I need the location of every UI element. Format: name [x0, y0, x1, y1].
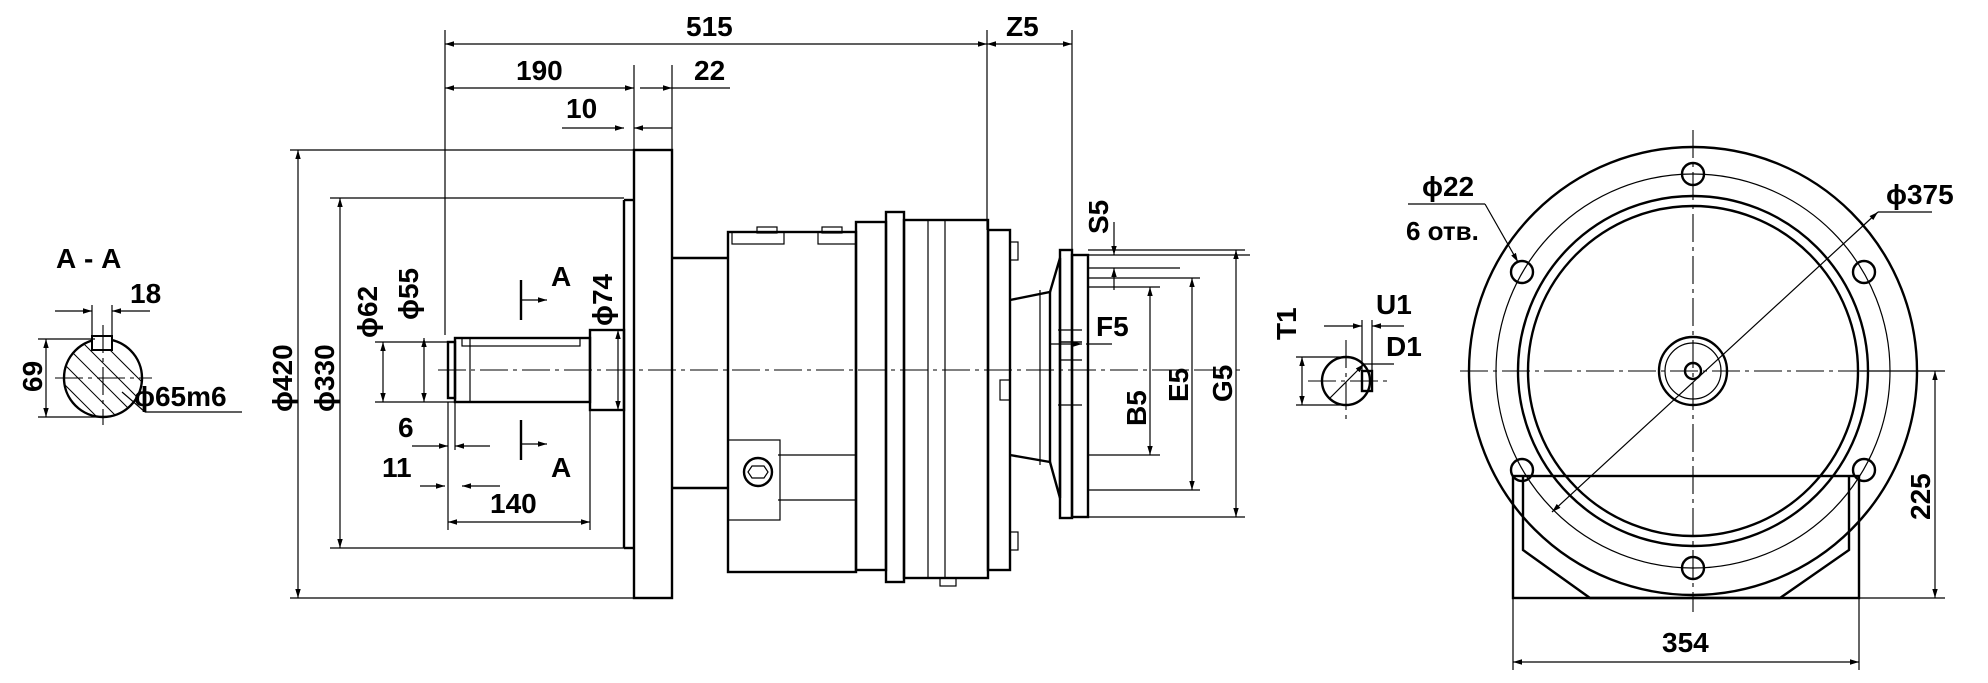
dim-flange-to-shaft: 190: [516, 55, 563, 86]
dim-pcd: ϕ330: [309, 344, 340, 412]
dim-D1: D1: [1386, 331, 1422, 362]
dim-shaft-dia: ϕ55: [393, 268, 424, 320]
section-mark-bottom: A: [551, 452, 571, 483]
dim-key-offset: 11: [382, 452, 412, 483]
dim-shaft-fit: ϕ65m6: [134, 381, 227, 412]
dim-B5: B5: [1121, 390, 1152, 426]
dim-key-width: 18: [130, 278, 161, 309]
dim-F5: F5: [1096, 311, 1129, 342]
dim-foot-width: 354: [1662, 627, 1709, 658]
dimensions-left: ϕ420 ϕ330 ϕ62 ϕ55 ϕ74 6 11 140: [267, 149, 634, 599]
dim-overall-length: 515: [686, 11, 733, 42]
dim-shoulder-dia: ϕ74: [587, 273, 618, 326]
dim-hole-dia: ϕ22: [1422, 171, 1474, 202]
input-shaft-detail: T1 U1 D1: [1271, 289, 1422, 422]
dim-flange-thickness: 22: [694, 55, 725, 86]
dim-motor-adapter: Z5: [1006, 11, 1039, 42]
dim-G5: G5: [1207, 365, 1238, 402]
dim-shaft-length: 140: [490, 488, 537, 519]
section-mark-top: A: [551, 261, 571, 292]
section-label: А - А: [56, 243, 121, 274]
dim-pilot-depth: 10: [566, 93, 597, 124]
dimensions-top: 515 Z5 190 22 10: [444, 11, 1073, 335]
dim-S5: S5: [1083, 200, 1114, 234]
end-view: ϕ22 6 отв. ϕ375 225 354: [1406, 130, 1954, 670]
side-view: [438, 148, 1240, 600]
dim-bolt-circle: ϕ375: [1886, 179, 1954, 210]
section-a-a: А - А 18 69 ϕ65m6: [17, 243, 242, 425]
dim-T1: T1: [1271, 307, 1302, 340]
dim-pilot-dia: ϕ62: [352, 286, 383, 338]
section-marks: A A: [519, 261, 571, 483]
dim-E5: E5: [1163, 368, 1194, 402]
dim-flange-od: ϕ420: [267, 344, 298, 412]
dim-shaft-chamfer: 6: [398, 412, 414, 443]
dim-U1: U1: [1376, 289, 1412, 320]
dim-hole-count: 6 отв.: [1406, 216, 1479, 246]
dim-key-height: 69: [17, 361, 48, 392]
dimensions-motor: S5 F5 B5 E5 G5: [1050, 200, 1250, 518]
dim-center-height: 225: [1905, 473, 1936, 520]
